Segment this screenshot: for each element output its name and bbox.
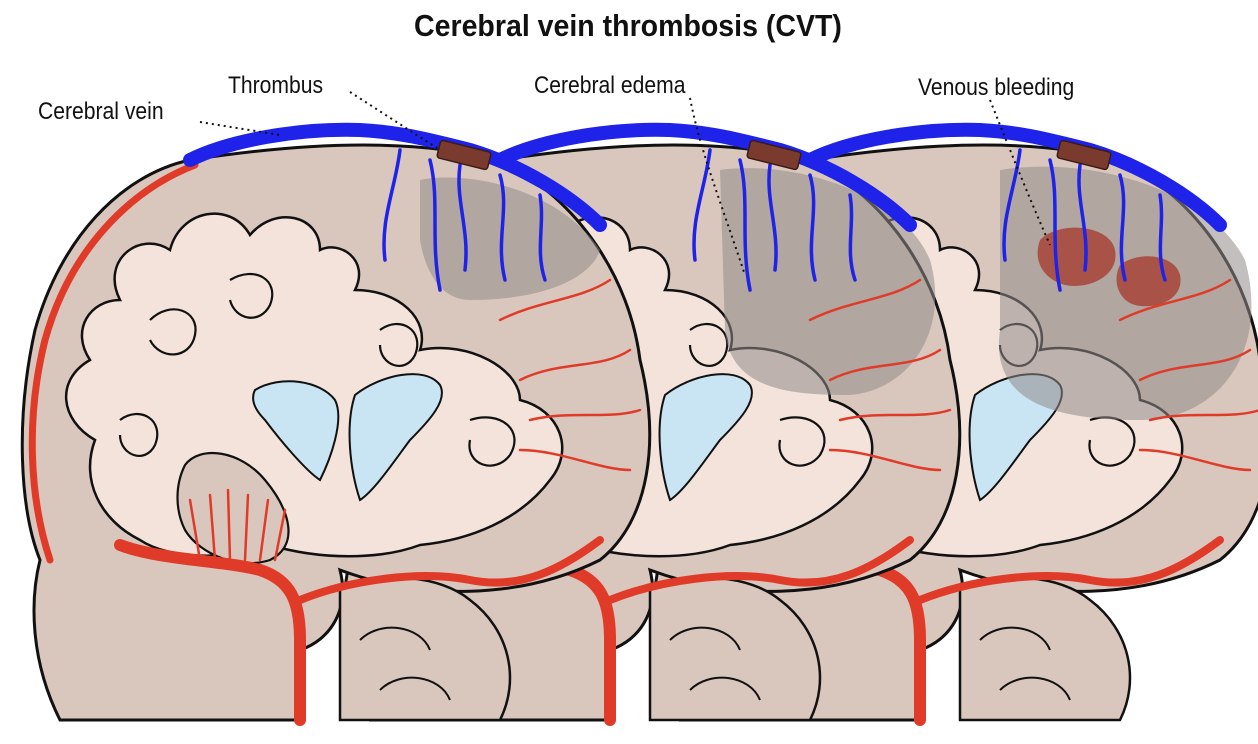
label-cerebral-vein: Cerebral vein xyxy=(38,98,164,126)
leader-thrombus xyxy=(350,92,440,150)
temporal-lobe xyxy=(960,578,1130,720)
label-thrombus: Thrombus xyxy=(228,72,323,100)
label-cerebral-edema: Cerebral edema xyxy=(534,72,685,100)
figure-title: Cerebral vein thrombosis (CVT) xyxy=(49,8,1206,44)
label-venous-bleeding: Venous bleeding xyxy=(918,74,1074,102)
